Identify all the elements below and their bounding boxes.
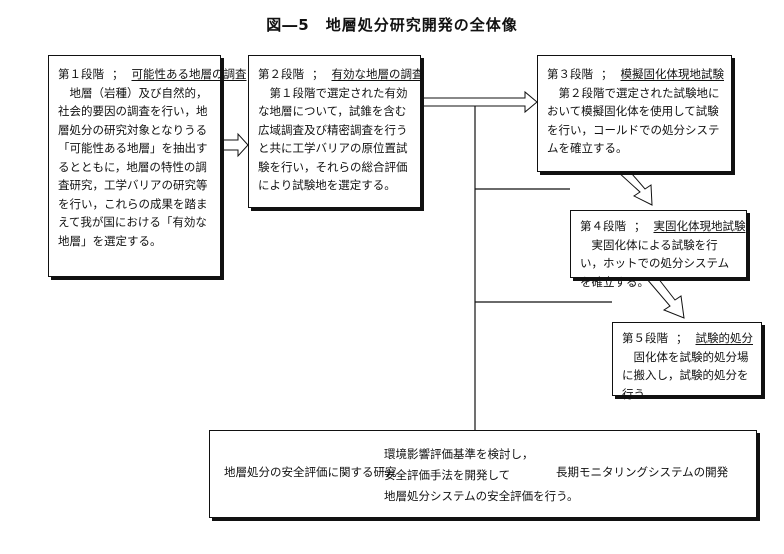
stage-3-sep: ； (601, 67, 613, 81)
stage-2-name: 有効な地層の調査 (331, 67, 424, 81)
stage-2-sep: ； (312, 67, 324, 81)
arrow-stage2-to-stage3 (421, 90, 538, 114)
stage-4-name: 実固化体現地試験 (653, 219, 746, 233)
stage-1-name: 可能性ある地層の調査 (131, 67, 247, 81)
stage-5-box: 第５段階 ； 試験的処分 固化体を試験的処分場に搬入し，試験的処分を行う。 (612, 322, 762, 401)
safety-items: 環境影響評価基準を検討し， 安全評価手法を開発して 地層処分システムの安全評価を… (384, 444, 578, 507)
stage-2-box: 第２段階 ； 有効な地層の調査 第１段階で選定された有効な地層について，試錐を含む広… (248, 55, 424, 208)
stage-5-step: 第５段階 (622, 331, 668, 345)
stage-4-sep: ； (634, 219, 646, 233)
stage-5-header: 第５段階 ； 試験的処分 (622, 329, 755, 348)
stage-1-body: 地層（岩種）及び自然的，社会的要因の調査を行い，地層処分の研究対象となりうる「可… (58, 85, 208, 248)
safety-lead: 地層処分の安全評価に関する研究 (224, 465, 397, 479)
stage-1-header: 第１段階 ； 可能性ある地層の調査 (58, 65, 247, 84)
safety-tail: 長期モニタリングシステムの開発 (556, 465, 729, 479)
stage-1-sep: ； (112, 67, 124, 81)
stage-5-sep: ； (676, 331, 688, 345)
stage-5-name: 試験的処分 (695, 331, 754, 345)
safety-item: 安全評価手法を開発して (384, 468, 511, 482)
stage-2-header: 第２段階 ； 有効な地層の調査 (258, 65, 424, 84)
arrow-stage3-to-stage4 (617, 166, 653, 206)
safety-research-box: 地層処分の安全評価に関する研究 環境影響評価基準を検討し， 安全評価手法を開発し… (209, 430, 757, 518)
stage-3-name: 模擬固化体現地試験 (620, 67, 725, 81)
stage-4-header: 第４段階 ； 実固化体現地試験 (580, 217, 746, 236)
stage-3-body: 第２段階で選定された試験地において模擬固化体を使用して試験を行い，コールドでの処… (547, 85, 720, 156)
stage-3-header: 第３段階 ； 模擬固化体現地試験 (547, 65, 725, 84)
stage-1-step: 第１段階 (58, 67, 104, 81)
stage-4-box: 第４段階 ； 実固化体現地試験 実固化体による試験を行い，ホットでの処分システムを確… (570, 210, 747, 289)
stage-2-body: 第１段階で選定された有効な地層について，試錐を含む広域調査及び精密調査を行うと共… (258, 85, 408, 193)
safety-item: 環境影響評価基準を検討し， (384, 447, 534, 461)
stage-1-box: 第１段階 ； 可能性ある地層の調査 地層（岩種）及び自然的，社会的要因の調査を行い，… (48, 55, 247, 277)
stage-4-step: 第４段階 (580, 219, 626, 233)
safety-item: 地層処分システムの安全評価を行う。 (384, 489, 579, 503)
figure-title: 図―5 地層処分研究開発の全体像 (266, 16, 518, 34)
stage-3-step: 第３段階 (547, 67, 593, 81)
stage-4-body: 実固化体による試験を行い，ホットでの処分システムを確立する。 (580, 237, 730, 289)
stage-5-body: 固化体を試験的処分場に搬入し，試験的処分を行う。 (622, 349, 749, 401)
stage-3-box: 第３段階 ； 模擬固化体現地試験 第２段階で選定された試験地において模擬固化体を使用… (537, 55, 732, 172)
arrow-stage1-to-stage2 (221, 132, 249, 158)
stage-2-step: 第２段階 (258, 67, 304, 81)
